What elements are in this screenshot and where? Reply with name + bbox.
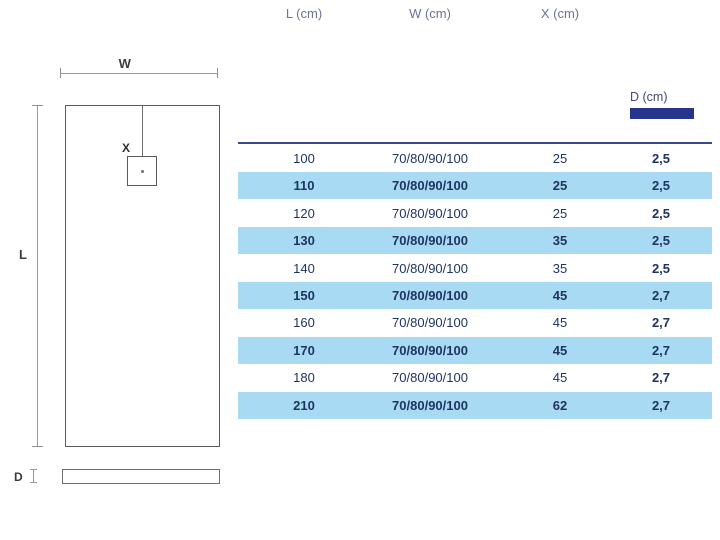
cell-x: 25 [552,178,568,194]
width-tick-right-icon [217,68,218,78]
column-header-w: W (cm) [409,6,451,21]
cell-w: 70/80/90/100 [392,315,468,331]
cell-l: 210 [293,397,315,413]
cell-l: 180 [293,370,315,386]
cell-l: 150 [293,288,315,303]
cell-d: 2,5 [651,151,671,166]
cell-w: 70/80/90/100 [392,288,468,303]
table-row[interactable]: 180 70/80/90/100 45 2,7 [238,364,712,391]
tray-side-profile [62,469,220,484]
technical-drawing: W L X D [0,0,238,540]
cell-x: 25 [552,205,568,221]
cell-l: 170 [293,342,315,358]
cell-d: 2,7 [651,370,671,386]
width-dimension-label: W [118,56,132,71]
cell-l: 160 [293,315,315,331]
cell-w: 70/80/90/100 [392,178,468,194]
drain-center-dot-icon [141,170,144,173]
table-row[interactable]: 130 70/80/90/100 35 2,5 [238,227,712,255]
cell-l: 120 [293,205,315,221]
table-row[interactable]: 150 70/80/90/100 45 2,7 [238,282,712,309]
table-row[interactable]: 120 70/80/90/100 25 2,5 [238,200,712,227]
cell-d: 2,7 [651,342,671,358]
cell-x: 45 [552,370,568,386]
cell-w: 70/80/90/100 [392,370,468,386]
cell-x: 45 [552,342,568,358]
cell-w: 70/80/90/100 [392,342,468,358]
table-header-rule [238,142,712,144]
table-row[interactable]: 140 70/80/90/100 35 2,5 [238,255,712,282]
table-row[interactable]: 170 70/80/90/100 45 2,7 [238,336,712,364]
depth-legend: D (cm) [630,90,714,138]
cell-d: 2,7 [651,288,671,303]
length-tick-bottom-icon [32,446,43,447]
length-dimension-line [37,105,38,447]
cell-l: 140 [293,260,315,276]
table-row[interactable]: 100 70/80/90/100 25 2,5 [238,145,712,172]
depth-dimension-label: D [14,470,24,484]
cell-w: 70/80/90/100 [392,205,468,221]
cell-d: 2,7 [651,397,671,413]
table-row[interactable]: 210 70/80/90/100 62 2,7 [238,391,712,419]
depth-tick-line-icon [33,469,34,483]
depth-legend-bar-icon [630,108,694,119]
drain-dimension-line [142,106,144,172]
width-tick-left-icon [60,68,61,78]
column-header-l: L (cm) [285,6,323,21]
cell-w: 70/80/90/100 [392,397,468,413]
table-row[interactable]: 160 70/80/90/100 45 2,7 [238,309,712,336]
column-header-x: X (cm) [540,6,580,21]
length-tick-top-icon [32,105,43,106]
cell-x: 45 [552,315,568,331]
drain-dimension-label: X [122,141,131,155]
cell-d: 2,5 [651,178,671,194]
cell-l: 100 [293,151,315,166]
length-dimension-label: L [19,247,28,262]
cell-l: 130 [293,233,315,249]
cell-x: 35 [552,233,568,249]
width-dimension-line [60,73,218,74]
cell-w: 70/80/90/100 [392,260,468,276]
cell-w: 70/80/90/100 [392,233,468,249]
cell-x: 62 [552,397,568,413]
cell-d: 2,5 [651,260,671,276]
cell-d: 2,5 [651,205,671,221]
depth-legend-label: D (cm) [630,90,668,104]
cell-d: 2,7 [651,315,671,331]
depth-tick-top-icon [30,469,37,470]
table-row[interactable]: 110 70/80/90/100 25 2,5 [238,172,712,200]
cell-l: 110 [293,178,315,194]
depth-tick-bottom-icon [30,482,37,483]
cell-x: 35 [552,260,568,276]
cell-x: 45 [552,288,568,303]
cell-x: 25 [552,151,568,166]
cell-w: 70/80/90/100 [392,151,468,166]
cell-d: 2,5 [651,233,671,249]
